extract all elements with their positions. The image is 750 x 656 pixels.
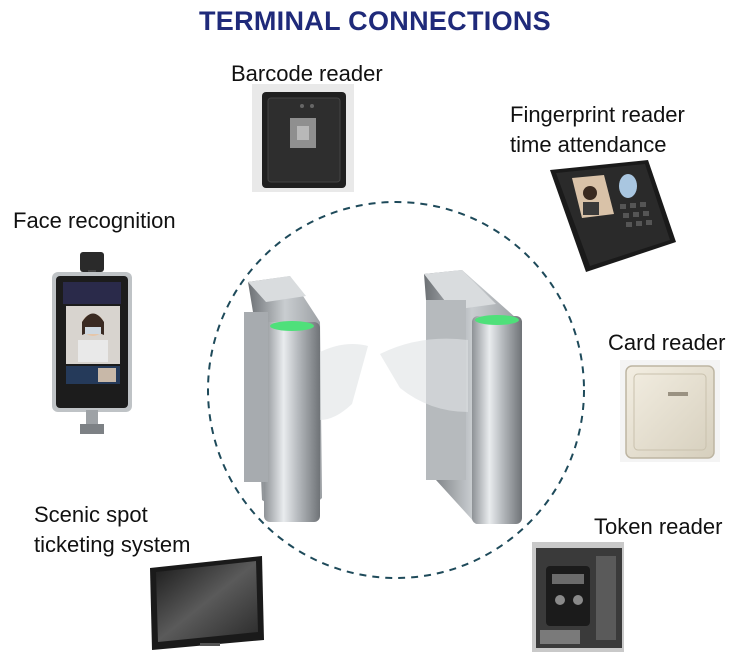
connection-ring bbox=[207, 201, 585, 579]
fingerprint-reader-label-line2: time attendance bbox=[510, 132, 667, 157]
page-title: TERMINAL CONNECTIONS bbox=[198, 6, 551, 36]
left-gate-led bbox=[270, 321, 314, 331]
right-flap bbox=[380, 338, 468, 412]
token-reader-icon bbox=[532, 542, 624, 652]
face-recognition-terminal-icon bbox=[52, 252, 132, 434]
fingerprint-terminal-icon bbox=[550, 160, 676, 272]
fingerprint-reader-label-line1: Fingerprint reader bbox=[510, 102, 685, 127]
monitor-icon bbox=[150, 556, 264, 650]
scenic-ticketing-label-line1: Scenic spot bbox=[34, 502, 148, 527]
barcode-reader-icon bbox=[252, 84, 354, 192]
card-reader-icon bbox=[620, 360, 720, 462]
right-gate-led bbox=[475, 315, 519, 325]
scenic-ticketing-label-line2: ticketing system bbox=[34, 532, 191, 557]
token-reader-label: Token reader bbox=[594, 514, 723, 539]
barcode-reader-label: Barcode reader bbox=[231, 61, 383, 86]
card-reader-label: Card reader bbox=[608, 330, 726, 355]
left-flap bbox=[320, 344, 368, 420]
turnstile-gates-icon bbox=[244, 270, 522, 524]
face-recognition-label: Face recognition bbox=[13, 208, 176, 233]
